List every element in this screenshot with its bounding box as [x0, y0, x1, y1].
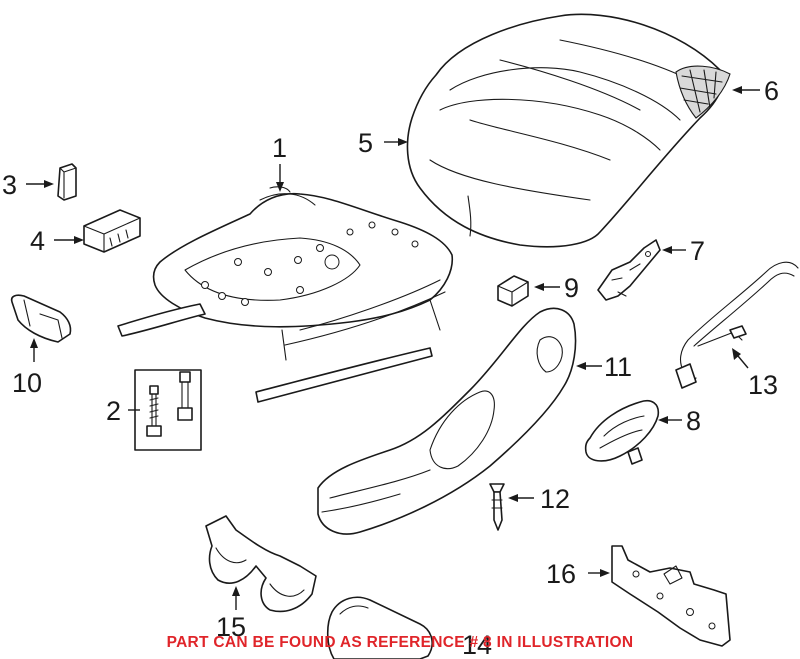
- callout-3: 3: [2, 170, 17, 200]
- callout-8: 8: [686, 406, 701, 436]
- leader-lines: [26, 86, 760, 610]
- callout-13: 13: [748, 370, 778, 400]
- callout-10: 10: [12, 368, 42, 398]
- callout-9: 9: [564, 273, 579, 303]
- callout-14: 14: [462, 630, 492, 659]
- part-2-bolts: [134, 369, 202, 451]
- part-5-seat-cushion: [406, 13, 724, 248]
- part-4-connector: [83, 209, 141, 253]
- callout-5: 5: [358, 128, 373, 158]
- part-9-clip: [497, 275, 529, 307]
- reference-notice: PART CAN BE FOUND AS REFERENCE # 8 IN IL…: [166, 634, 634, 651]
- part-10-end-cap: [10, 294, 72, 343]
- callout-7: 7: [690, 236, 705, 266]
- part-16-mounting-plate: [611, 545, 731, 647]
- callout-numbers: 1 2 3 4 5 6 7 8 9 10 11 12 13 14 15 16: [2, 76, 779, 659]
- callout-6: 6: [764, 76, 779, 106]
- callout-2: 2: [106, 396, 121, 426]
- part-6-cushion-mesh-pad: [675, 65, 731, 119]
- callout-16: 16: [546, 559, 576, 589]
- part-8-lever-handle: [584, 400, 660, 465]
- part-11-side-trim: [317, 307, 577, 535]
- part-7-bracket: [597, 239, 661, 301]
- part-14-cover: [326, 596, 433, 659]
- callout-1: 1: [272, 133, 287, 163]
- callout-4: 4: [30, 226, 45, 256]
- callout-11: 11: [604, 352, 632, 382]
- part-15-cable-holder: [205, 515, 317, 613]
- callout-12: 12: [540, 484, 570, 514]
- part-3-clip: [57, 163, 77, 201]
- callout-15: 15: [216, 612, 246, 642]
- part-12-push-pin: [489, 483, 505, 531]
- part-1-seat-frame: [117, 186, 454, 403]
- part-13-cable: [675, 261, 799, 389]
